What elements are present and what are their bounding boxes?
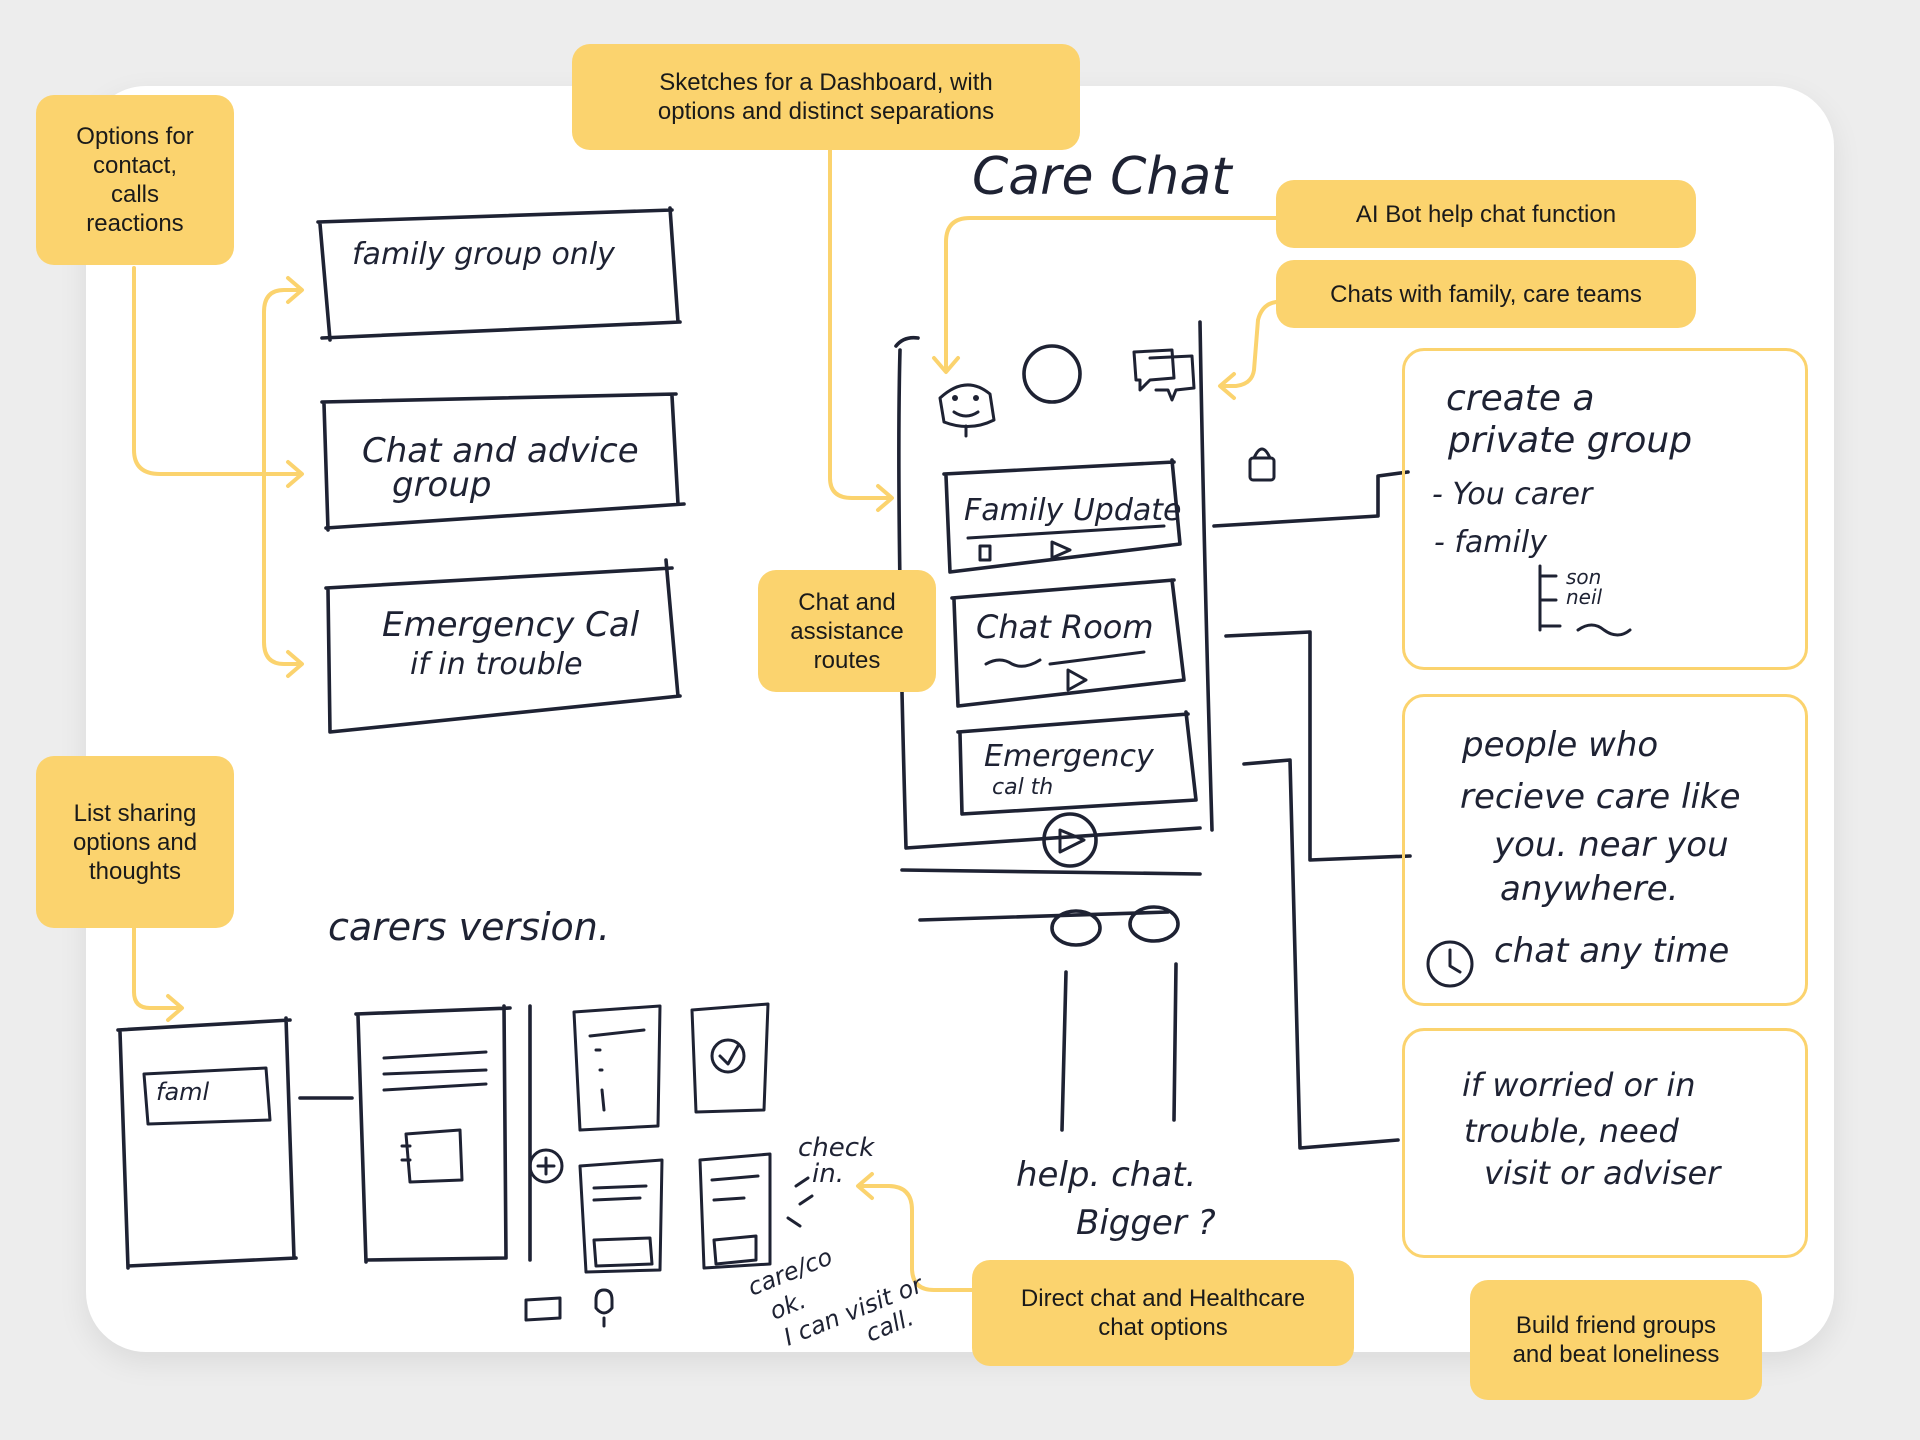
people-text-4: anywhere. [1500, 869, 1678, 909]
private-text-1: create a [1446, 378, 1595, 419]
card-worried-trouble [1402, 1028, 1808, 1258]
phone-chat-room-text: Chat Room [976, 608, 1154, 646]
note-dashboard-sketches: Sketches for a Dashboard, with options a… [572, 44, 1080, 150]
arrow-bracket [262, 276, 304, 678]
family-tree [1538, 564, 1562, 632]
phone-sketch: Family Update Chat Room Emergency cal th [894, 320, 1276, 1132]
worried-text-1: if worried or in [1462, 1066, 1696, 1104]
card-private-group [1402, 348, 1808, 670]
private-text-3: - You carer [1432, 477, 1594, 512]
arrow-options-to-boxes [132, 266, 304, 488]
send-button-icon [1042, 812, 1098, 868]
note-direct-chat: Direct chat and Healthcare chat options [972, 1260, 1354, 1366]
phone-emergency-text-2: cal th [992, 775, 1053, 800]
clock-icon [1426, 940, 1474, 988]
private-text-5: son [1566, 565, 1601, 589]
help-chat-text-2: Bigger ? [1076, 1203, 1216, 1243]
phone-family-update-text: Family Update [964, 493, 1181, 528]
box-chat-advice-text-1: Chat and advice [362, 431, 639, 471]
card-people-near-you [1402, 694, 1808, 1006]
check-in-text-1: check [798, 1133, 875, 1163]
line-to-private [1212, 470, 1410, 528]
line-to-worried [1242, 758, 1400, 1150]
lock-icon [1248, 447, 1276, 482]
carers-wireframes: faml [116, 1002, 814, 1328]
note-options-contact: Options for contact, calls reactions [36, 95, 234, 265]
note-friend-groups: Build friend groups and beat loneliness [1470, 1280, 1762, 1400]
chat-bubbles-icon [1132, 348, 1196, 402]
private-text-4: - family [1434, 525, 1548, 560]
arrow-chats [1218, 300, 1278, 400]
check-in-text-2: in. [812, 1159, 844, 1189]
worried-text-2: trouble, need [1464, 1112, 1679, 1150]
phone-emergency-text-1: Emergency [984, 739, 1155, 774]
ai-bot-icon [938, 383, 996, 438]
people-text-1: people who [1461, 725, 1658, 765]
box-emergency-text-1: Emergency Cal [382, 605, 640, 645]
note-chats-family: Chats with family, care teams [1276, 260, 1696, 328]
arrow-list [132, 926, 184, 1022]
arrow-direct [856, 1172, 974, 1292]
people-text-3: you. near you [1493, 825, 1729, 865]
note-list-sharing: List sharing options and thoughts [36, 756, 234, 928]
people-text-5: chat any time [1494, 931, 1729, 971]
option-boxes: family group only Chat and advice group … [316, 206, 686, 734]
help-chat-text-1: help. chat. [1016, 1155, 1196, 1195]
line-to-people [1224, 630, 1412, 862]
carers-version-text: carers version. [328, 905, 610, 949]
box-family-group-text: family group only [352, 237, 616, 272]
faml-text: faml [156, 1078, 210, 1106]
care-chat-title: Care Chat [972, 147, 1233, 207]
box-chat-advice-text-2: group [392, 465, 492, 505]
connector-arrows [132, 148, 1278, 1292]
arrow-aibot [932, 216, 1278, 374]
box-emergency-text-2: if in trouble [410, 647, 583, 682]
private-text-2: private group [1447, 420, 1692, 461]
circle-icon [1022, 344, 1082, 404]
arrow-dashboard-to-phone [828, 148, 894, 512]
note-chat-routes: Chat and assistance routes [758, 570, 936, 692]
note-ai-bot: AI Bot help chat function [1276, 180, 1696, 248]
worried-text-3: visit or adviser [1484, 1154, 1722, 1192]
people-text-2: recieve care like [1460, 777, 1741, 817]
private-text-6: neil [1566, 585, 1603, 609]
